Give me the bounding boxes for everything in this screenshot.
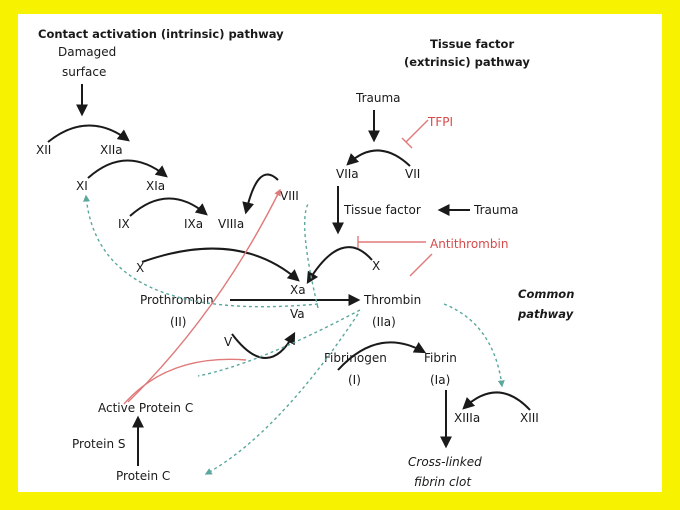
diagram-frame: Contact activation (intrinsic) pathway T… (18, 14, 662, 492)
node-thrombin-iia: (IIa) (372, 315, 396, 329)
node-xi: XI (76, 179, 88, 193)
label-trauma-right: Trauma (473, 203, 519, 217)
node-va: Va (290, 307, 305, 321)
heading-extrinsic-2: (extrinsic) pathway (404, 55, 530, 69)
label-surface: surface (62, 65, 106, 79)
node-v: V (224, 335, 233, 349)
node-xii: XII (36, 143, 51, 157)
inhibition-lines (123, 119, 433, 405)
node-fibrinogen: Fibrinogen (324, 351, 387, 365)
heading-intrinsic: Contact activation (intrinsic) pathway (38, 27, 284, 41)
label-antithrombin: Antithrombin (430, 237, 508, 251)
node-xia: XIa (146, 179, 165, 193)
heading-extrinsic-1: Tissue factor (430, 37, 514, 51)
node-fibrin-ia: (Ia) (430, 373, 450, 387)
feedback-to-viii-icon (303, 203, 319, 309)
node-viia: VIIa (336, 167, 359, 181)
node-viii: VIII (280, 189, 299, 203)
node-active-protein-c: Active Protein C (98, 401, 193, 415)
heading-common-1: Common (518, 287, 574, 301)
coagulation-cascade-diagram: Contact activation (intrinsic) pathway T… (36, 27, 574, 489)
inhibit-apc-v-icon (123, 358, 247, 405)
arrow-x-left-xa-icon (141, 247, 300, 282)
arrow-vii-viia-icon (346, 149, 411, 167)
node-fibrinogen-i: (I) (348, 373, 361, 387)
feedback-thrombin-v-icon (197, 309, 361, 377)
inhibit-antithrombin-right-icon (409, 253, 433, 277)
arrow-ix-ixa-icon (129, 197, 208, 217)
heading-common-2: pathway (517, 307, 574, 321)
label-crosslinked-2: fibrin clot (414, 475, 472, 489)
arrow-fibrinogen-fibrin-icon (337, 341, 427, 371)
node-ix: IX (118, 217, 130, 231)
inhibit-tfpi-icon (405, 119, 429, 143)
node-xiia: XIIa (100, 143, 123, 157)
arrow-xii-xiia-icon (47, 124, 130, 143)
arrow-xi-xia-icon (87, 159, 168, 179)
node-x-left: X (136, 261, 144, 275)
activation-arrows (47, 84, 531, 466)
node-xiiia: XIIIa (454, 411, 480, 425)
node-xiii: XIII (520, 411, 539, 425)
node-x-right: X (372, 259, 380, 273)
inhibit-apc-viii-icon (127, 188, 281, 403)
node-prothrombin-ii: (II) (170, 315, 186, 329)
label-trauma-top: Trauma (355, 91, 401, 105)
arrow-xiii-xiiia-icon (462, 391, 531, 411)
arrow-x-right-xa-icon (306, 246, 373, 285)
node-protein-c: Protein C (116, 469, 170, 483)
node-xa: Xa (290, 283, 306, 297)
label-tfpi: TFPI (427, 115, 453, 129)
label-crosslinked-1: Cross-linked (408, 455, 482, 469)
node-thrombin: Thrombin (363, 293, 421, 307)
arrow-v-va-icon (231, 331, 296, 359)
node-vii: VII (405, 167, 420, 181)
feedback-thrombin-xiii-icon (443, 303, 505, 388)
node-viiia: VIIIa (218, 217, 244, 231)
label-damaged: Damaged (58, 45, 116, 59)
node-ixa: IXa (184, 217, 203, 231)
feedback-to-xi-icon (83, 194, 319, 308)
feedback-lines (83, 194, 505, 475)
node-prothrombin: Prothrombin (140, 293, 214, 307)
feedback-thrombin-protein-c-icon (204, 313, 359, 475)
label-tissue-factor: Tissue factor (343, 203, 421, 217)
inhibit-tfpi-bar-icon (401, 137, 413, 149)
node-fibrin: Fibrin (424, 351, 457, 365)
arrow-viii-viiia-icon (242, 173, 279, 215)
node-protein-s: Protein S (72, 437, 126, 451)
